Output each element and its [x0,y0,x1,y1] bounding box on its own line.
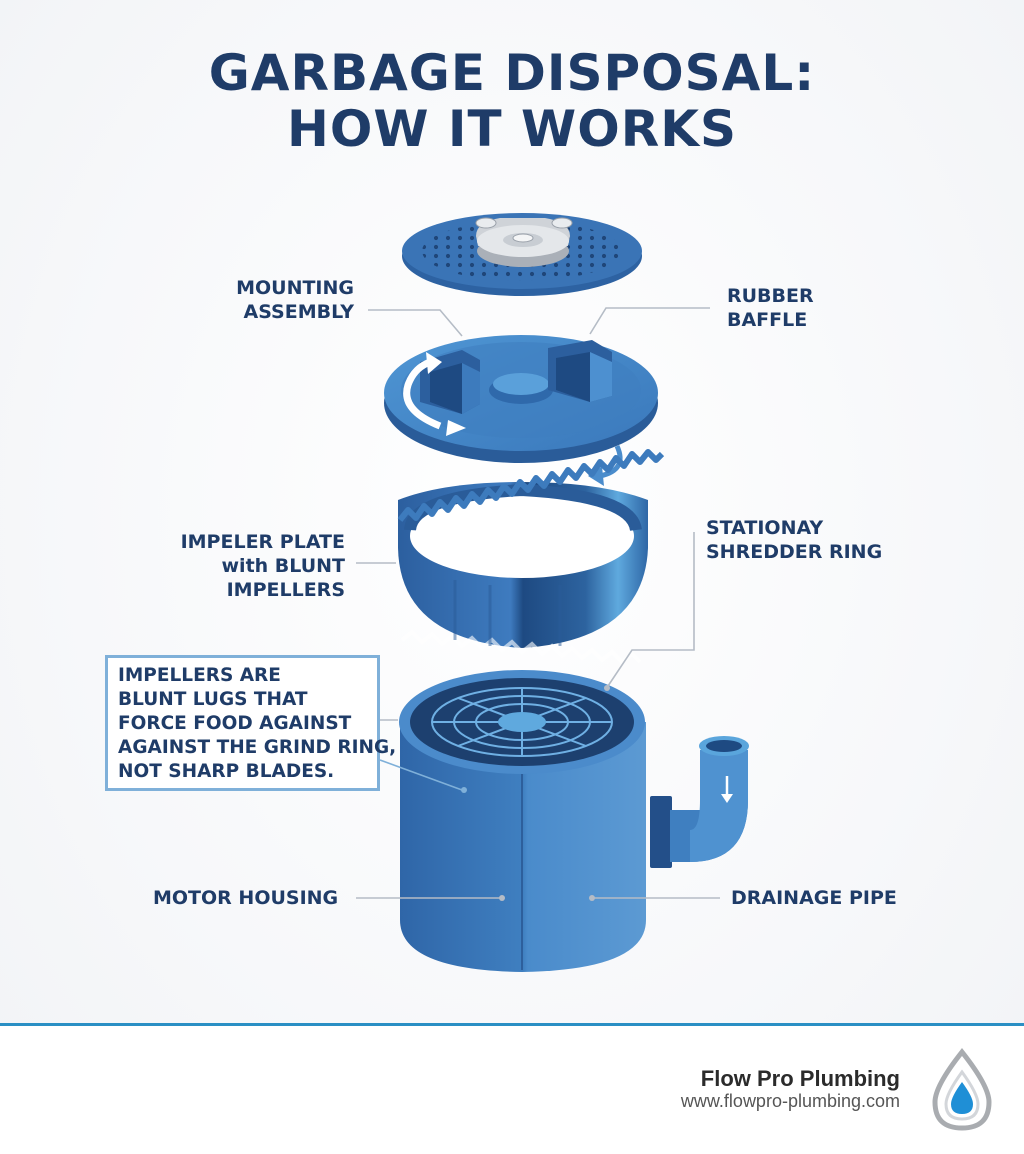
brand-url[interactable]: www.flowpro-plumbing.com [680,1091,900,1111]
label-impeller-plate-line-2: with BLUNT [221,555,346,577]
label-drainage-pipe: DRAINAGE PIPE [731,887,897,909]
mounting-flange [402,213,642,296]
label-shredder-ring-line-2: SHREDDER RING [706,541,883,563]
brand-name: Flow Pro Plumbing [700,1066,900,1091]
drainage-pipe [650,736,749,868]
footer-divider [0,1023,1024,1026]
motor-housing [399,670,646,972]
label-shredder-ring: STATIONAY SHREDDER RING [706,516,882,564]
shredder-ring [397,449,665,665]
label-impeller-plate: IMPELER PLATE with BLUNT IMPELLERS [181,530,345,602]
label-rubber-baffle: RUBBER BAFFLE [727,284,814,332]
note-line-3: FORCE FOOD AGAINST [118,713,352,734]
note-line-1: IMPELLERS ARE [118,665,281,686]
note-line-4: AGAINST THE GRIND RING, [118,737,397,758]
label-mounting-assembly-line-1: MOUNTING [236,277,354,299]
note-line-2: BLUNT LUGS THAT [118,689,308,710]
title-line-1: GARBAGE DISPOSAL: [208,44,816,102]
leader-dots [461,685,610,901]
footer [0,1026,1024,1154]
label-rubber-baffle-line-1: RUBBER [727,285,814,307]
title-line-2: HOW IT WORKS [287,100,737,158]
impeller-note-callout [105,655,380,791]
label-rubber-baffle-line-2: BAFFLE [727,309,808,331]
note-line-5: NOT SHARP BLADES. [118,761,335,782]
label-impeller-plate-line-1: IMPELER PLATE [180,531,345,553]
label-impeller-plate-line-3: IMPELLERS [226,579,345,601]
label-mounting-assembly: MOUNTING ASSEMBLY [236,276,354,324]
impeller-plate [384,335,658,486]
label-shredder-ring-line-1: STATIONAY [706,517,824,539]
label-mounting-assembly-line-2: ASSEMBLY [243,301,355,323]
label-motor-housing: MOTOR HOUSING [153,887,339,909]
leader-lines [356,307,720,899]
